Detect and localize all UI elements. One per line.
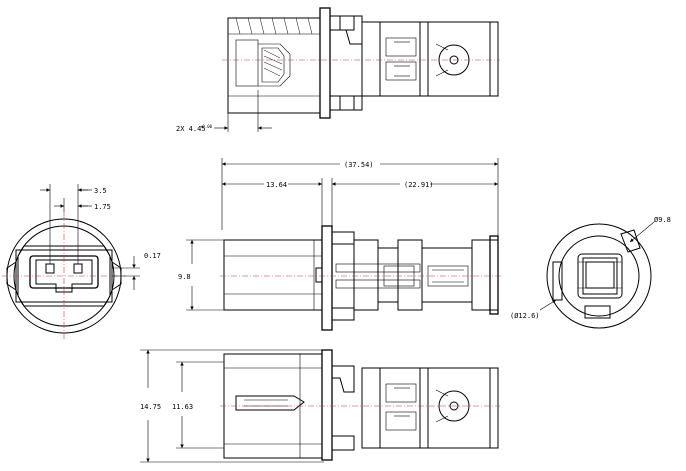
front-view: 3.5 1.75 0.17	[2, 184, 161, 340]
dim-bottom-outer-height: 14.75	[140, 403, 161, 411]
length-dimensions: (37.54) 13.64 (22.91)	[221, 158, 499, 245]
dim-top-gap: 2X 4.45	[176, 125, 206, 133]
top-view: 2X 4.45 +0.00	[176, 7, 500, 133]
dim-pin-spacing: 3.5	[94, 187, 107, 195]
bottom-view: 14.75 11.63	[140, 349, 500, 463]
dim-rear-length: (22.91)	[404, 181, 434, 189]
dim-overall-length: (37.54)	[344, 161, 374, 169]
dim-pin-offset: 1.75	[94, 203, 111, 211]
dim-bottom-inner-height: 11.63	[172, 403, 193, 411]
dim-top-gap-suffix: +0.00	[200, 124, 213, 129]
rear-view: Ø9.8 (Ø12.6)	[510, 216, 671, 329]
dim-rear-inner-dia: Ø9.8	[654, 216, 671, 224]
dim-pin-offset-v: 0.17	[144, 252, 161, 260]
dim-rear-outer-dia: (Ø12.6)	[510, 312, 540, 320]
dim-front-length: 13.64	[266, 181, 287, 189]
side-view: 9.8	[178, 225, 502, 331]
dim-side-height: 9.8	[178, 273, 191, 281]
